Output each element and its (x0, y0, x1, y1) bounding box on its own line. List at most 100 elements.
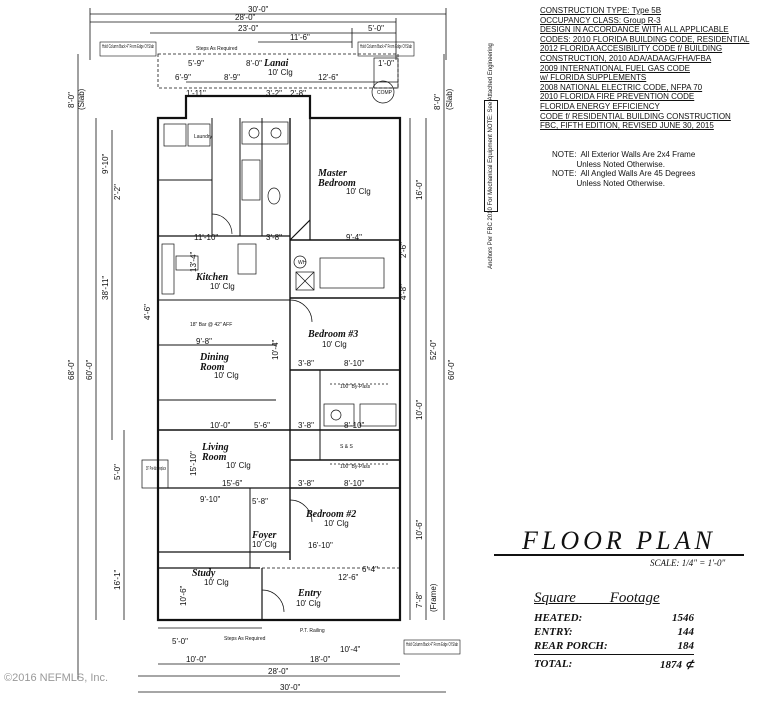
dim-3-2: 3'-2" (266, 89, 282, 98)
shelf-label: S & S (340, 444, 353, 450)
sqft-row-entry: ENTRY: 144 (534, 626, 694, 640)
dim-5-8: 5'-8" (252, 497, 268, 506)
dim-right-2-6: 2'-6" (399, 242, 408, 258)
vanity-sink-2 (270, 127, 282, 139)
ac-unit (295, 271, 315, 291)
dim-8-10-b: 8'-10" (344, 421, 365, 430)
compressor-label: COMP (377, 90, 393, 96)
living-ceiling: 10' Clg (226, 461, 251, 470)
entry-ceiling: 10' Clg (296, 599, 321, 608)
sqft-label: ENTRY: (534, 626, 573, 638)
dim-right-8-6: 7'-8" (415, 592, 424, 608)
kitchen-sink (175, 255, 199, 271)
dim-11-10: 11'-10" (194, 233, 218, 242)
laundry-washer (163, 123, 187, 147)
room-bedroom2: Bedroom #2 (305, 509, 356, 520)
code-note-line: DESIGN IN ACCORDANCE WITH ALL APPLICABLE (540, 25, 729, 35)
refrigerator (237, 243, 257, 275)
watermark: ©2016 NEFMLS, Inc. (4, 672, 109, 684)
left-dimension-lines (77, 54, 125, 680)
room-kitchen: Kitchen (195, 272, 229, 283)
dim-lanai-right: 12'-6" (318, 73, 339, 82)
dim-left-38-11: 38'-11" (101, 276, 110, 300)
code-note-line: 2012 FLORIDA ACCESIBILITY CODE f/ BUILDI… (540, 44, 723, 54)
door-swing-bed2 (289, 499, 313, 523)
general-note-line: NOTE: All Exterior Walls Are 2x4 Frame (552, 150, 696, 159)
dim-right-4-8: 4'-8" (399, 284, 408, 300)
code-note-line: OCCUPANCY CLASS: Group R-3 (540, 15, 661, 25)
sqft-value: 144 (677, 626, 695, 638)
dim-right-slab: (Slab) (445, 88, 454, 110)
dim-right-8-0: 8'-0" (433, 94, 442, 110)
building-walls (156, 94, 402, 622)
bypass-label-2: 100" By-Pass (340, 464, 371, 470)
code-note-line: CONSTRUCTION TYPE: Type 5B (540, 6, 662, 15)
door-swing-entry (261, 589, 285, 613)
square-footage-heading: Square Footage (534, 590, 660, 606)
dim-10-0: 10'-0" (210, 421, 231, 430)
code-note-line: w/ FLORIDA SUPPLEMENTS (540, 73, 647, 83)
dim-6-4: 6'-4" (362, 565, 378, 574)
room-master-line1: Master (317, 168, 347, 179)
hold-column-tl-box (99, 41, 157, 57)
dim-right-52-0: 52'-0" (429, 339, 438, 360)
room-study: Study (192, 568, 216, 579)
code-note-line: FLORIDA ENERGY EFFICIENCY (540, 101, 660, 111)
dim-left-16-1: 16'-1" (113, 569, 122, 590)
general-note-line: Unless Noted Otherwise. (552, 159, 665, 169)
sqft-total-value: 1874 ⊄ (660, 658, 694, 672)
dim-9-8: 9'-8" (196, 337, 212, 346)
sheet-title: FLOOR PLAN (522, 526, 716, 555)
bath-tub (359, 403, 397, 427)
kitchen-counter (161, 243, 175, 295)
room-laundry: Laundry (194, 134, 213, 140)
master-shower (241, 159, 261, 201)
room-bedroom3: Bedroom #3 (307, 329, 358, 340)
dim-9-10: 9'-10" (200, 495, 221, 504)
dim-top-23: 23'-0" (238, 24, 259, 33)
square-footage-table: HEATED: 1546 ENTRY: 144 REAR PORCH: 184 … (534, 612, 694, 672)
right-dimension-lines (409, 54, 445, 620)
study-ceiling: 10' Clg (204, 578, 229, 587)
dim-5-6: 5'-6" (254, 421, 270, 430)
dim-left-slab: (Slab) (77, 88, 86, 110)
pt-railing-label: P.T. Railing (300, 628, 325, 634)
compressor-pad (373, 57, 399, 89)
anchor-note-box: Anchors Per FBC 2010 For Mechanical Equi… (484, 43, 498, 269)
sqft-total-number: 1874 (660, 659, 683, 671)
dim-left-8-0: 8'-0" (67, 92, 76, 108)
anchor-note: Anchors Per FBC 2010 For Mechanical Equi… (488, 43, 494, 269)
room-living-line1: Living (201, 442, 229, 453)
dining-ceiling: 10' Clg (214, 371, 239, 380)
bath-vanity (323, 403, 355, 427)
sheet-scale: SCALE: 1/4" = 1'-0" (650, 558, 726, 568)
door-swing-laundry (211, 213, 233, 235)
room-foyer: Foyer (251, 530, 277, 541)
dim-3-8-top: 3'-8" (266, 233, 282, 242)
dim-right-10-0: 10'-0" (415, 399, 424, 420)
door-swing-bed3 (289, 299, 313, 323)
water-heater (293, 255, 307, 269)
fireplace-note: 36" Pre-fab Fireplace (146, 466, 166, 472)
master-vanity (241, 121, 289, 145)
dim-left-60-0: 60'-0" (85, 359, 94, 380)
dim-13-4: 13'-4" (189, 251, 198, 272)
dim-top-5: 5'-0" (368, 24, 384, 33)
code-note-line: 2009 INTERNATIONAL FUEL GAS CODE (540, 63, 690, 73)
dim-12-6: 12'-6" (338, 573, 359, 582)
code-note-line: CODE f/ RESIDENTIAL BUILDING CONSTRUCTIO… (540, 111, 731, 121)
compressor-circle (371, 80, 395, 104)
dim-8-10-a: 8'-10" (344, 359, 365, 368)
dim-lanai-width: 11'-6" (290, 33, 310, 42)
dim-left-5-0: 5'-0" (113, 464, 122, 480)
dim-bottom-10-0: 10'-0" (186, 655, 207, 664)
dim-3-8-c: 3'-8" (298, 479, 314, 488)
water-heater-label: WH (298, 260, 307, 266)
dim-right-10-6: 10'-6" (415, 519, 424, 540)
dim-3-8-a: 3'-8" (298, 359, 314, 368)
bypass-label-1: 100" By-Pass (340, 384, 371, 390)
dim-left-68-0: 68'-0" (67, 359, 76, 380)
sqft-row-rear-porch: REAR PORCH: 184 (534, 640, 694, 654)
dim-right-60-0: 60'-0" (447, 359, 456, 380)
